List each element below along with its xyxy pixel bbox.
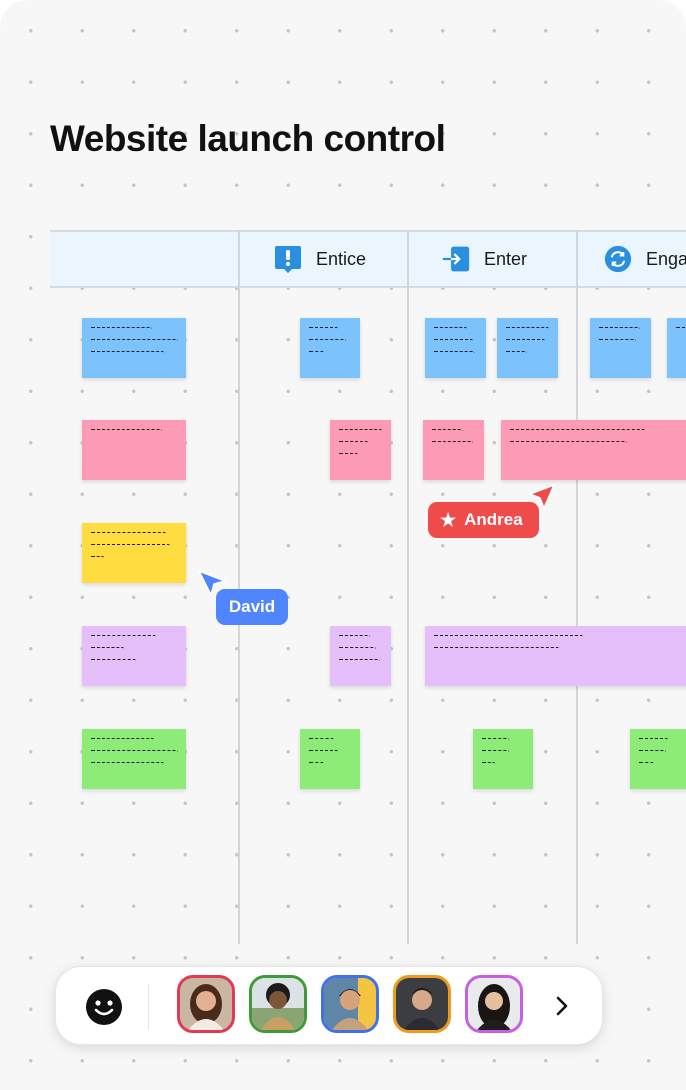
collaborator-name-david: David	[228, 597, 276, 616]
david-cursor-icon	[198, 570, 226, 596]
sticky-note[interactable]	[497, 318, 558, 378]
person-avatar-icon	[252, 978, 304, 1030]
sticky-note[interactable]	[425, 626, 686, 686]
person-avatar-icon	[396, 978, 448, 1030]
avatar[interactable]	[321, 975, 379, 1033]
sticky-note[interactable]	[590, 318, 651, 378]
collaborator-tag-andrea: ★ Andrea	[428, 502, 539, 538]
star-icon: ★	[440, 510, 457, 530]
collaboration-toolbar	[55, 966, 603, 1045]
sticky-note[interactable]	[300, 318, 360, 378]
enter-arrow-icon	[442, 245, 470, 273]
sticky-note[interactable]	[501, 420, 686, 480]
board-title: Website launch control	[50, 118, 446, 159]
sticky-note[interactable]	[423, 420, 484, 480]
person-avatar-icon	[180, 978, 232, 1030]
exclamation-speech-icon	[274, 245, 302, 273]
column-header-entice[interactable]: Entice	[274, 232, 366, 286]
column-label-enter: Enter	[484, 248, 528, 269]
sticky-note[interactable]	[82, 626, 186, 686]
refresh-cycle-icon	[604, 245, 632, 273]
column-divider	[576, 230, 578, 944]
collaborator-name-andrea: Andrea	[464, 510, 523, 529]
sticky-note[interactable]	[425, 318, 486, 378]
column-divider	[238, 230, 240, 944]
sticky-note[interactable]	[630, 729, 686, 789]
column-label-entice: Entice	[316, 248, 367, 269]
avatar[interactable]	[465, 975, 523, 1033]
toolbar-divider	[148, 984, 149, 1029]
sticky-note[interactable]	[82, 523, 186, 583]
sticky-note[interactable]	[82, 729, 186, 789]
avatar[interactable]	[393, 975, 451, 1033]
sticky-note[interactable]	[667, 318, 686, 378]
andrea-cursor-icon	[529, 484, 555, 509]
avatar[interactable]	[249, 975, 307, 1033]
sticky-note[interactable]	[300, 729, 360, 789]
column-header-row: Entice Enter Engage	[50, 230, 686, 288]
person-avatar-icon	[468, 978, 520, 1030]
column-header-engage[interactable]: Engage	[604, 232, 686, 286]
chevron-right-icon[interactable]	[552, 995, 572, 1022]
sticky-note[interactable]	[82, 420, 186, 480]
avatar[interactable]	[177, 975, 235, 1033]
sticky-note[interactable]	[473, 729, 533, 789]
smiley-face-icon[interactable]	[85, 988, 123, 1031]
column-divider	[407, 230, 409, 944]
person-avatar-icon	[324, 978, 376, 1030]
column-header-enter[interactable]: Enter	[442, 232, 527, 286]
sticky-note[interactable]	[330, 626, 391, 686]
sticky-note[interactable]	[82, 318, 186, 378]
collaborator-tag-david: David	[216, 589, 288, 625]
column-label-engage: Engage	[646, 248, 686, 269]
sticky-note[interactable]	[330, 420, 391, 480]
